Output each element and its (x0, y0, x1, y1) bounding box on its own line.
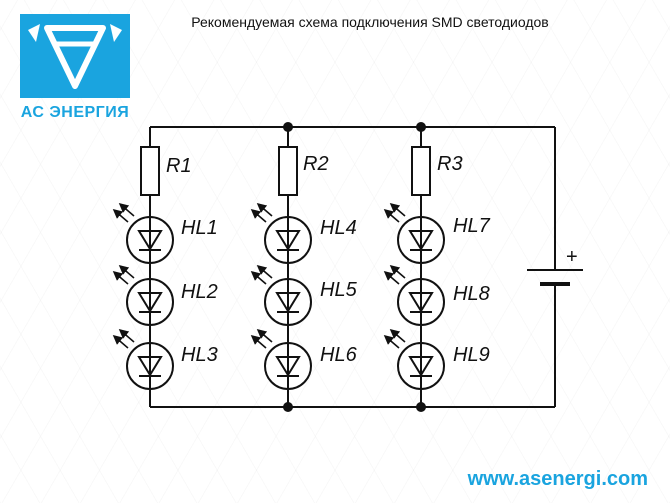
branch-1 (140, 127, 160, 407)
label-hl9: HL9 (453, 344, 490, 366)
label-hl8: HL8 (453, 283, 490, 305)
label-r3: R3 (437, 153, 463, 175)
label-hl4: HL4 (320, 217, 357, 239)
website-link[interactable]: www.asenergi.com (467, 468, 648, 490)
label-hl7: HL7 (453, 215, 491, 237)
label-r1: R1 (166, 155, 192, 177)
wires (150, 126, 556, 408)
page-title: Рекомендуемая схема подключения SMD свет… (191, 14, 549, 30)
branch-3 (411, 127, 431, 407)
label-hl5: HL5 (320, 279, 358, 301)
label-hl1: HL1 (181, 217, 218, 239)
label-hl3: HL3 (181, 344, 218, 366)
company-logo: АС ЭНЕРГИЯ (16, 14, 134, 126)
branch-2 (278, 127, 298, 407)
led-diodes (137, 217, 434, 389)
light-emission-arrows (112, 202, 406, 349)
label-hl2: HL2 (181, 281, 218, 303)
logo-triangle-icon (28, 24, 122, 89)
label-hl6: HL6 (320, 344, 358, 366)
logo-emblem (20, 14, 130, 98)
logo-text: АС ЭНЕРГИЯ (20, 104, 130, 121)
label-r2: R2 (303, 153, 329, 175)
battery-symbol (527, 269, 583, 286)
battery-plus-label: + (566, 246, 578, 268)
led-symbols (126, 216, 445, 390)
